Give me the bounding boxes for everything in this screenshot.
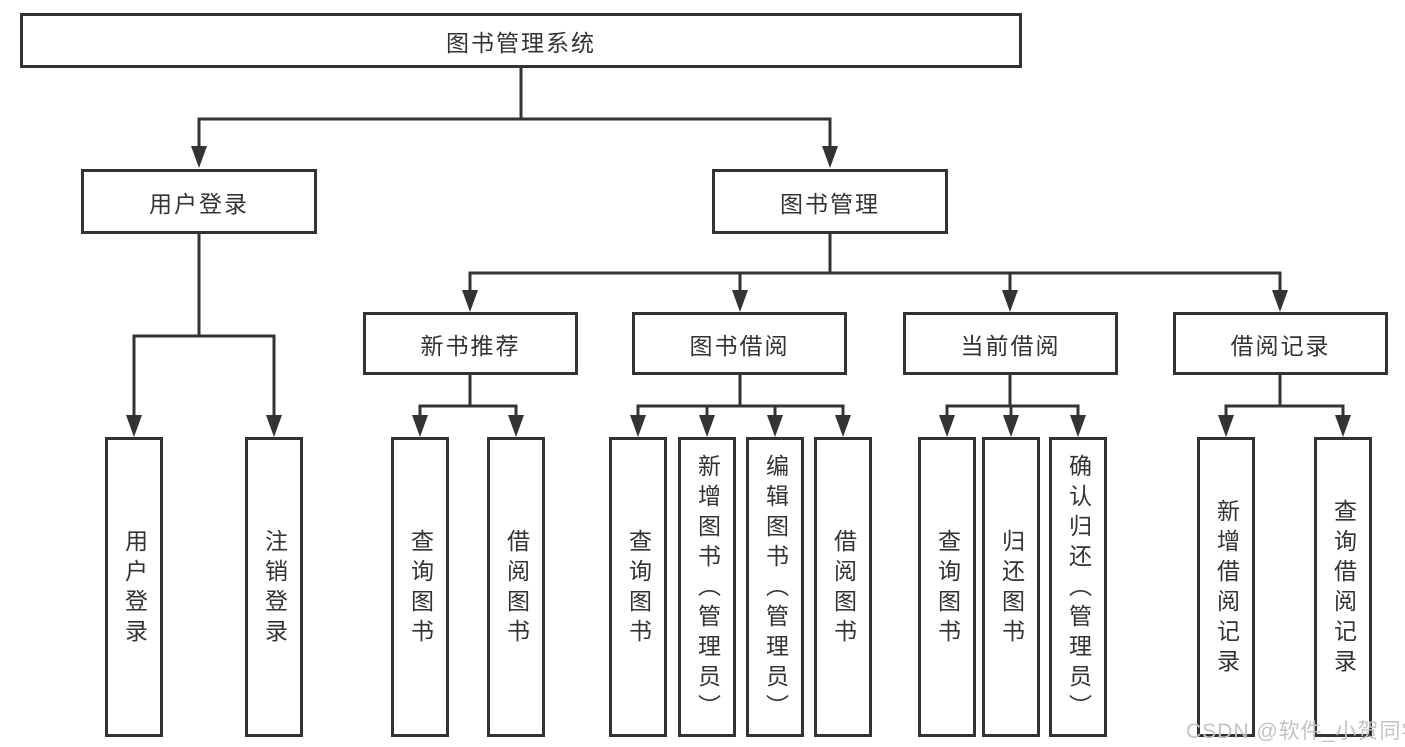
arrowhead-icon — [822, 146, 838, 168]
arrowhead-icon — [1272, 290, 1288, 312]
node-current-borrow: 当前借阅 — [903, 312, 1118, 375]
leaf-query-books-borrow: 查询图书 — [609, 437, 667, 737]
leaf-edit-book-admin: 编辑图书（管理员） — [746, 437, 804, 737]
arrowhead-icon — [939, 415, 955, 437]
arrowhead-icon — [1218, 415, 1234, 437]
branch-book-borrow — [636, 404, 845, 432]
node-borrow-records: 借阅记录 — [1173, 312, 1388, 375]
leaf-logout: 注销登录 — [245, 437, 303, 737]
leaf-borrow-books-recommend: 借阅图书 — [487, 437, 545, 737]
leaf-confirm-return-admin: 确认归还（管理员） — [1049, 437, 1107, 737]
node-user-login: 用户登录 — [81, 169, 317, 234]
branch-root — [197, 117, 832, 160]
arrowhead-icon — [191, 146, 207, 168]
leaf-return-book: 归还图书 — [982, 437, 1040, 737]
arrowhead-icon — [412, 415, 428, 437]
arrowhead-icon — [126, 415, 142, 437]
arrowhead-icon — [508, 415, 524, 437]
branch-new-book-recommend — [418, 404, 518, 432]
leaf-user-login: 用户登录 — [105, 437, 163, 737]
branch-user-login — [132, 334, 276, 432]
node-book-borrow: 图书借阅 — [632, 312, 847, 375]
node-library-system: 图书管理系统 — [20, 13, 1022, 68]
arrowhead-icon — [1070, 415, 1086, 437]
arrowhead-icon — [767, 415, 783, 437]
arrowhead-icon — [1002, 290, 1018, 312]
node-new-book-recommend: 新书推荐 — [363, 312, 578, 375]
arrowhead-icon — [630, 415, 646, 437]
arrowhead-icon — [1335, 415, 1351, 437]
arrowhead-icon — [732, 290, 748, 312]
leaf-query-borrow-record: 查询借阅记录 — [1314, 437, 1372, 737]
arrowhead-icon — [699, 415, 715, 437]
csdn-watermark: CSDN @软件_小贺同学 — [1186, 720, 1405, 743]
arrowhead-icon — [266, 415, 282, 437]
arrowhead-icon — [462, 290, 478, 312]
branch-borrow-records — [1224, 404, 1345, 432]
node-book-management: 图书管理 — [712, 169, 948, 234]
branch-book-management — [468, 271, 1282, 306]
leaf-add-borrow-record: 新增借阅记录 — [1197, 437, 1255, 737]
leaf-query-books-recommend: 查询图书 — [391, 437, 449, 737]
leaf-add-book-admin: 新增图书（管理员） — [678, 437, 736, 737]
leaf-borrow-books-borrow: 借阅图书 — [814, 437, 872, 737]
connector-paths — [132, 68, 1345, 432]
arrowhead-icon — [1003, 415, 1019, 437]
leaf-query-books-current: 查询图书 — [918, 437, 976, 737]
arrowhead-icon — [835, 415, 851, 437]
arrowheads — [126, 146, 1351, 437]
